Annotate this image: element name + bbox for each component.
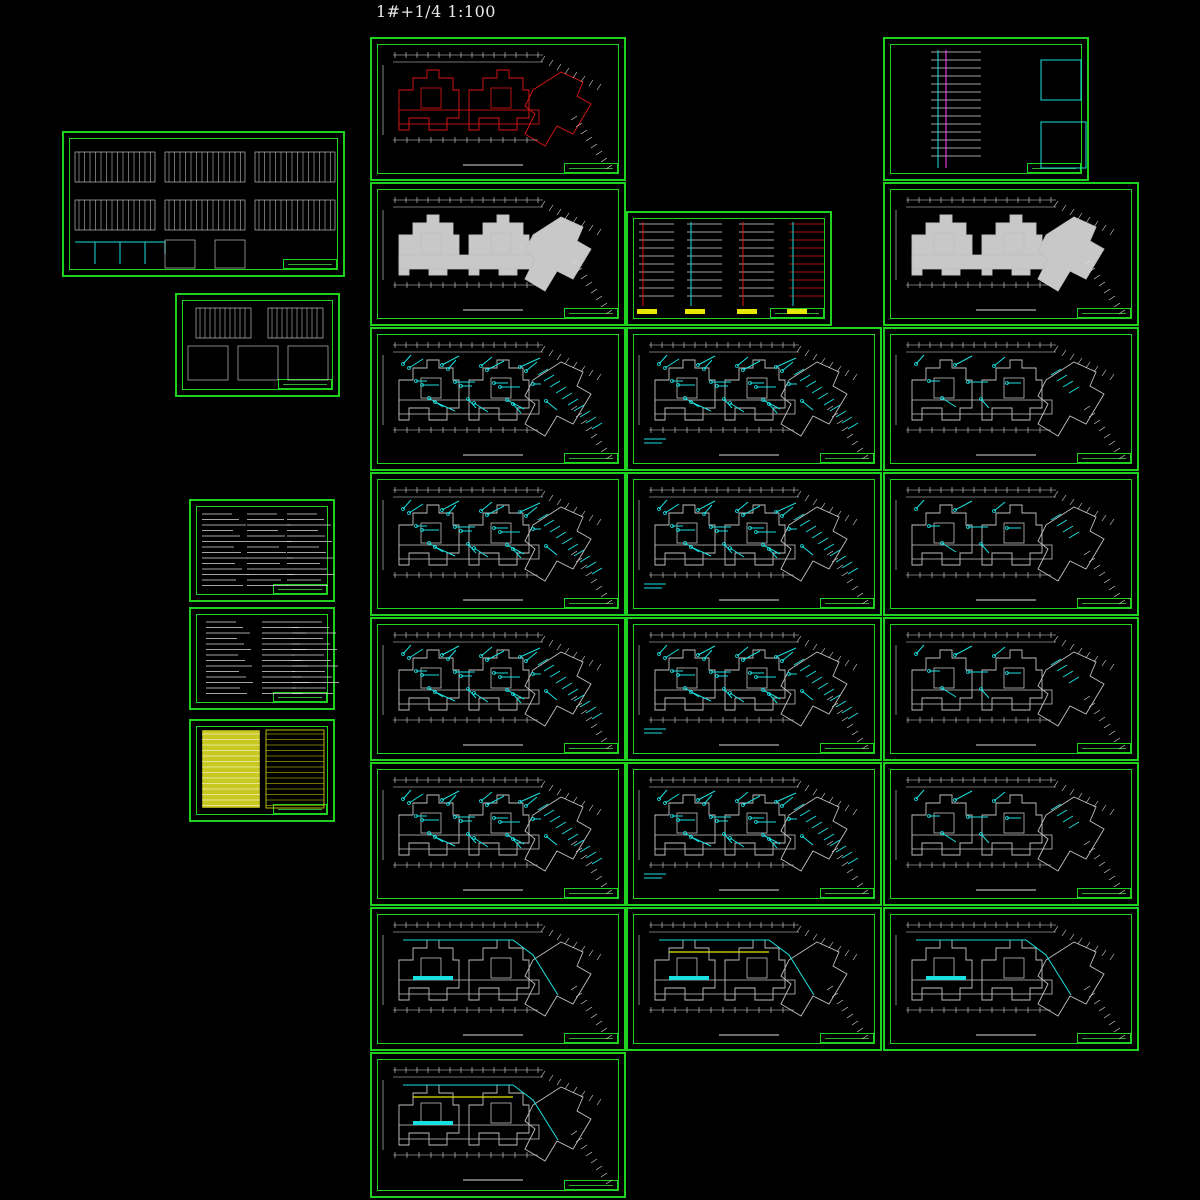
title-block (564, 743, 618, 753)
title-block (564, 598, 618, 608)
floor-plan-drawing (382, 342, 613, 460)
floor-plan-drawing (895, 632, 1126, 750)
floor-plan-drawing (638, 632, 869, 750)
floor-plan-drawing (382, 777, 613, 895)
title-block (1077, 743, 1131, 753)
sheet-floor-plan[interactable] (370, 762, 626, 906)
floor-plan-drawing (638, 922, 869, 1040)
sheet-ground-plan[interactable] (883, 907, 1139, 1051)
floor-plan-drawing (382, 632, 613, 750)
sheet-riser-diagram[interactable] (883, 37, 1089, 181)
sheet-floor-plan[interactable] (370, 472, 626, 616)
floor-plan-drawing (638, 342, 869, 460)
sheet-ground-plan[interactable] (370, 907, 626, 1051)
floor-plan-drawing (895, 922, 1126, 1040)
floor-plan-drawing (382, 1067, 613, 1185)
floor-plan-drawing (895, 197, 1126, 315)
sheet-floor-plan[interactable] (883, 327, 1139, 471)
title-block (283, 259, 337, 269)
sheet-system-diagram-small[interactable] (175, 293, 340, 397)
title-block (564, 1180, 618, 1190)
sheet-floor-plan[interactable] (370, 327, 626, 471)
title-block (820, 453, 874, 463)
sheet-floor-plan[interactable] (883, 762, 1139, 906)
sheet-floor-plan[interactable] (370, 617, 626, 761)
title-block (273, 804, 327, 814)
sheet-riser-set[interactable] (626, 211, 832, 326)
floor-plan-drawing (382, 52, 613, 170)
title-block (564, 453, 618, 463)
sheet-floor-plan[interactable] (626, 762, 882, 906)
floor-plan-drawing (382, 197, 613, 315)
title-block (1077, 1033, 1131, 1043)
floor-plan-drawing (638, 487, 869, 605)
sheet-system-diagram-large[interactable] (62, 131, 345, 277)
floor-plan-drawing (895, 487, 1126, 605)
title-block (820, 1033, 874, 1043)
title-block (1077, 308, 1131, 318)
title-block (1077, 598, 1131, 608)
title-block (820, 598, 874, 608)
floor-plan-drawing (382, 487, 613, 605)
floor-plan-drawing (382, 922, 613, 1040)
title-block (820, 888, 874, 898)
sheet-design-notes[interactable] (189, 499, 335, 602)
sheet-floor-plan[interactable] (883, 617, 1139, 761)
title-block (273, 692, 327, 702)
title-block (1077, 453, 1131, 463)
title-block (564, 308, 618, 318)
floor-plan-drawing (895, 777, 1126, 895)
drawing-title: 1#+1/4 1:100 (376, 2, 496, 21)
title-block (564, 163, 618, 173)
sheet-ground-plan[interactable] (626, 907, 882, 1051)
sheet-roof-plan[interactable] (370, 37, 626, 181)
floor-plan-drawing (638, 777, 869, 895)
sheet-floor-plan[interactable] (626, 617, 882, 761)
title-block (564, 1033, 618, 1043)
sheet-floor-plan[interactable] (626, 472, 882, 616)
sheet-floor-plan[interactable] (883, 472, 1139, 616)
title-block (564, 888, 618, 898)
title-block (278, 379, 332, 389)
sheet-equipment-notes[interactable] (189, 607, 335, 710)
title-block (820, 743, 874, 753)
sheet-floor-plan[interactable] (626, 327, 882, 471)
floor-plan-drawing (895, 342, 1126, 460)
title-block (1077, 888, 1131, 898)
title-block (273, 584, 327, 594)
